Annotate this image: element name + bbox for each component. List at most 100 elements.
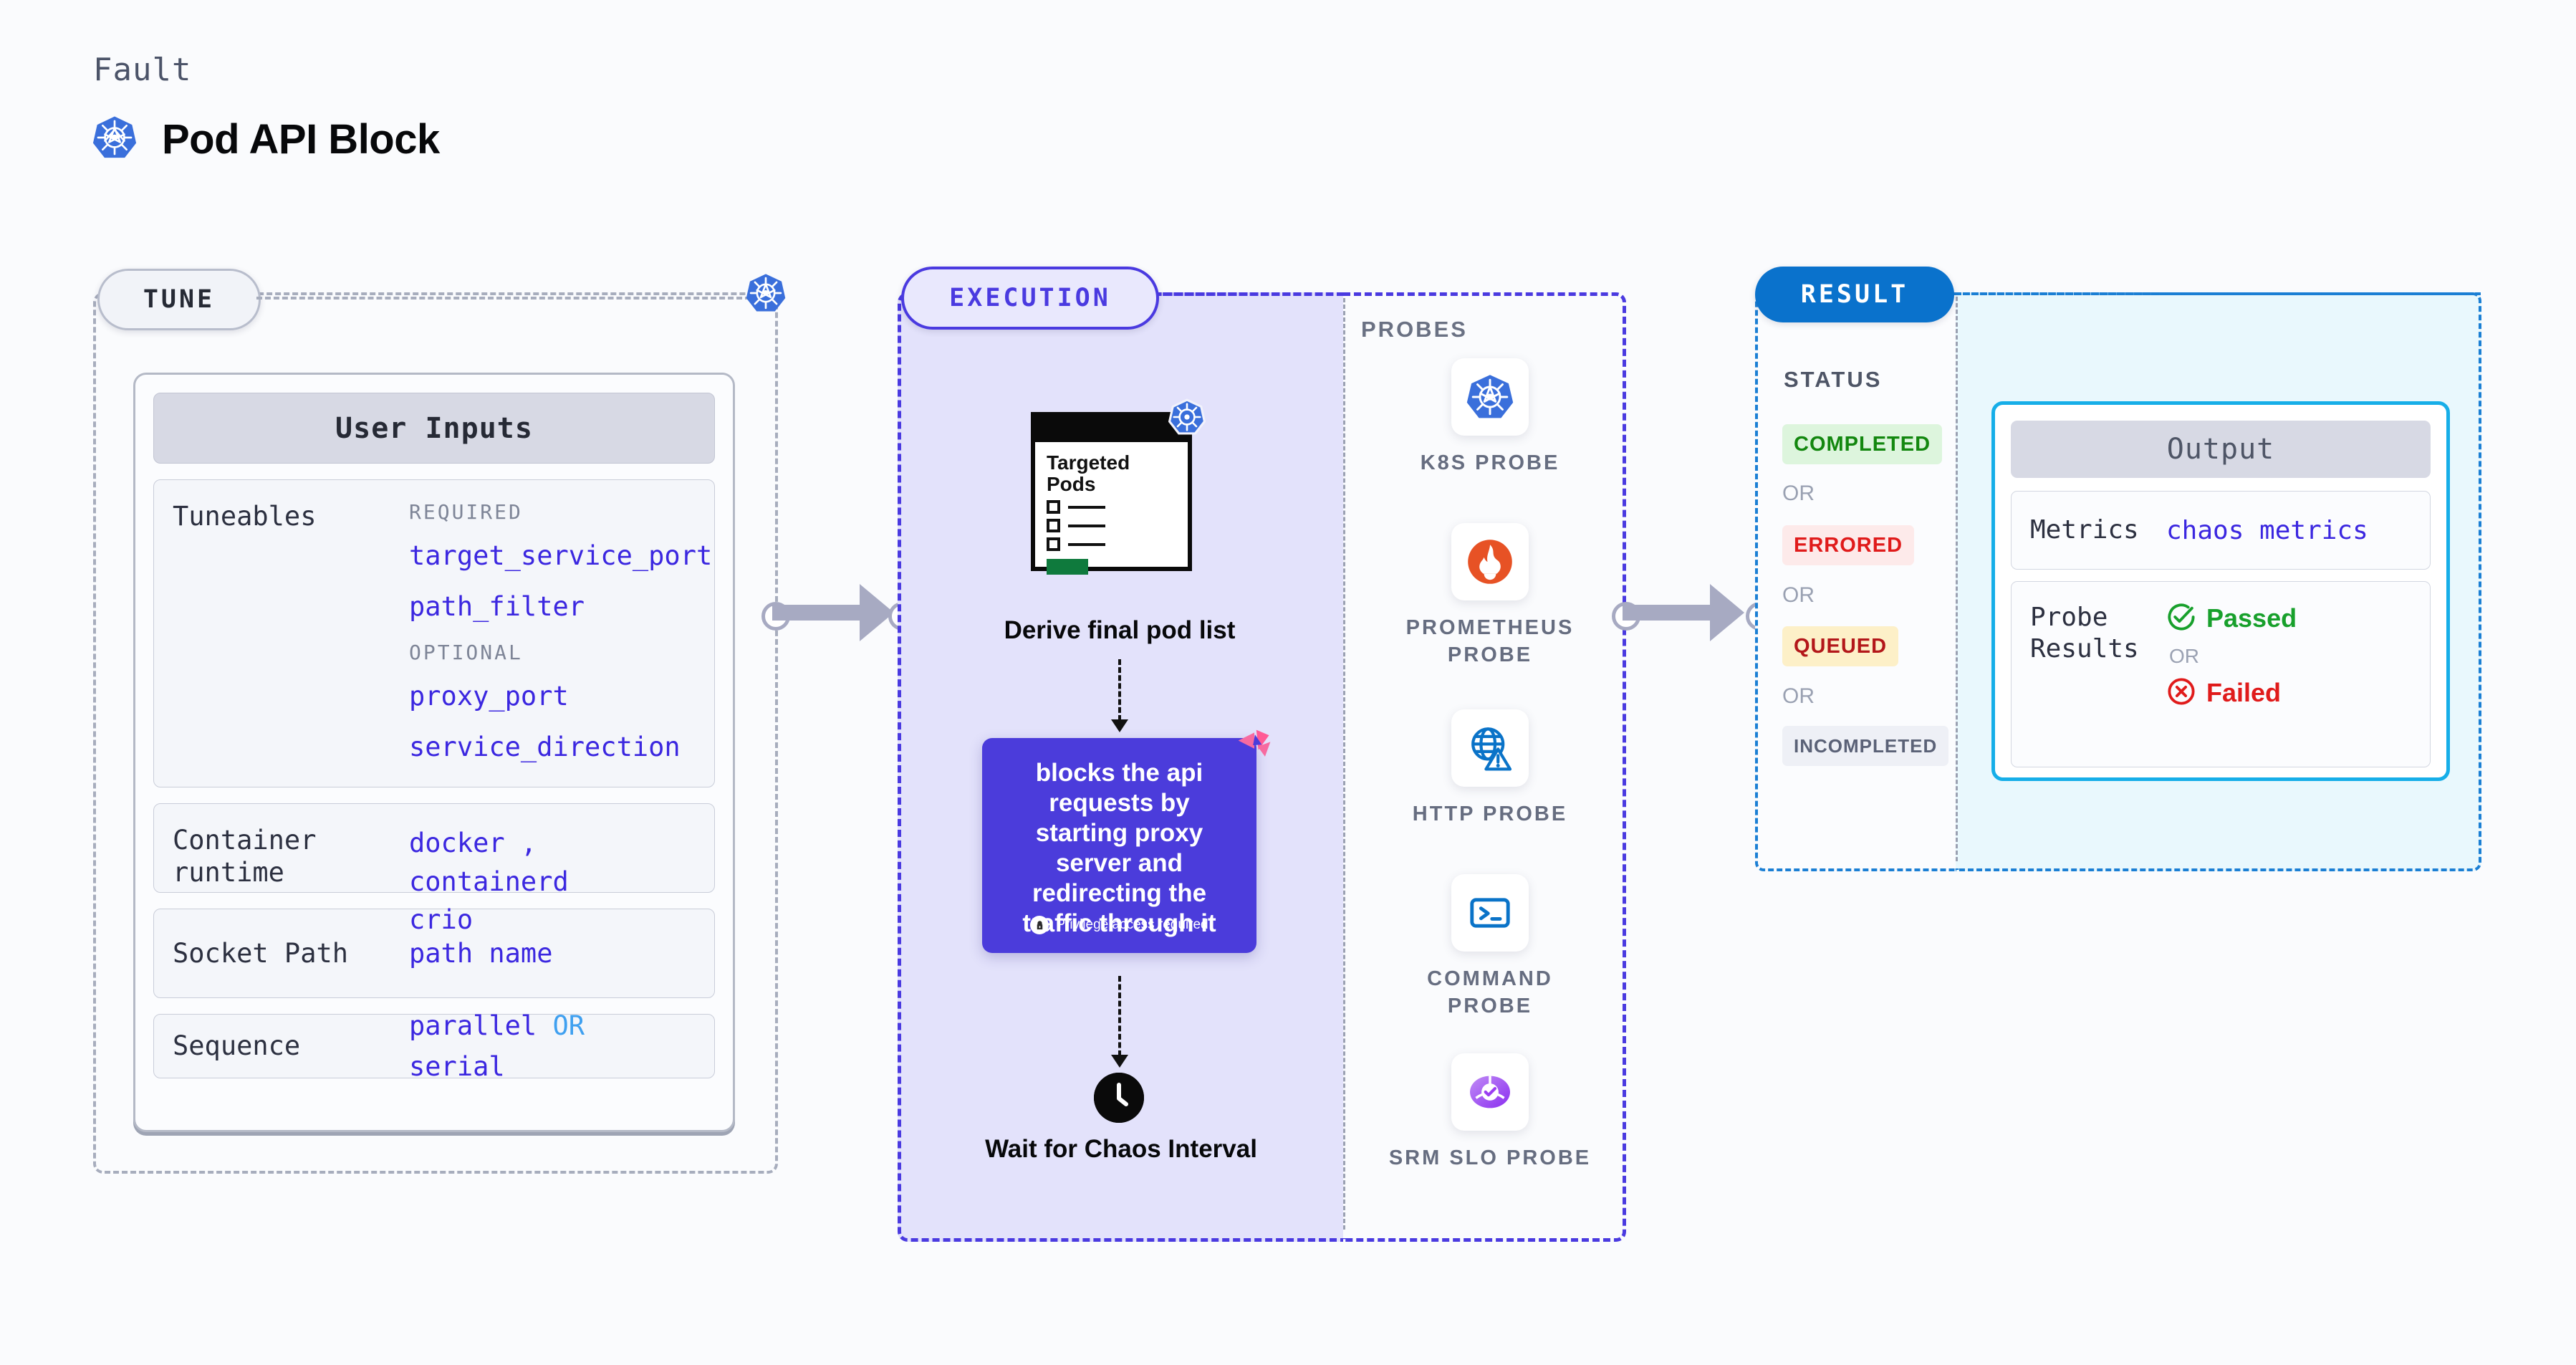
runtime-containerd[interactable]: containerd (409, 866, 569, 897)
targeted-pods-card: Targeted Pods (1031, 412, 1192, 575)
derive-pod-list-label: Derive final pod list (1004, 616, 1236, 644)
probe-k8s[interactable]: K8S PROBE (1383, 358, 1597, 477)
status-badge-incompleted: INCOMPLETED (1782, 726, 1949, 766)
srm-slo-donut-icon (1451, 1053, 1529, 1131)
sequence-key: Sequence (173, 1030, 301, 1062)
runtime-separator: , (520, 828, 537, 858)
sequence-row: Sequence parallel OR serial (153, 1010, 715, 1082)
status-label: STATUS (1784, 367, 1883, 392)
passed-label: Passed (2206, 603, 2297, 633)
sequence-or: OR (552, 1010, 585, 1041)
sequence-parallel[interactable]: parallel (409, 1010, 537, 1041)
pods-list-item (1047, 537, 1176, 552)
tuneable-target-service-port[interactable]: target_service_port (409, 540, 713, 571)
status-badge-errored: ERRORED (1782, 525, 1915, 565)
connector-arrow-2 (1710, 584, 1744, 641)
probe-result-passed: Passed (2166, 602, 2297, 635)
metrics-key: Metrics (2030, 515, 2139, 545)
http-globe-warning-icon (1451, 709, 1529, 787)
output-card: Output Metrics chaos metrics Probe Resul… (1991, 401, 2450, 781)
tune-tag: TUNE (97, 269, 261, 330)
execution-tag: EXECUTION (901, 267, 1159, 330)
socket-path-value[interactable]: path name (409, 937, 553, 969)
tuneable-service-direction[interactable]: service_direction (409, 732, 681, 763)
page-title: Pod API Block (162, 115, 440, 163)
checkbox-icon (1047, 537, 1060, 552)
prometheus-icon (1451, 523, 1529, 600)
result-tag: RESULT (1755, 267, 1954, 322)
probe-label: K8S PROBE (1420, 451, 1560, 474)
metrics-value[interactable]: chaos metrics (2166, 515, 2368, 545)
probe-command[interactable]: COMMAND PROBE (1383, 874, 1597, 1020)
kubernetes-icon (745, 272, 787, 317)
connector-body-2 (1623, 605, 1723, 621)
flow-arrow-head-2 (1111, 1055, 1128, 1068)
fault-title-row: Pod API Block (92, 115, 440, 163)
pods-list-item (1047, 519, 1176, 533)
flow-arrow-line-1 (1118, 659, 1121, 721)
fault-kicker: Fault (93, 52, 192, 88)
output-header: Output (2011, 421, 2431, 478)
probe-result-or: OR (2169, 645, 2199, 667)
result-tag-connector (1954, 292, 2481, 295)
status-or-1: OR (1782, 482, 1815, 505)
tuneable-path-filter[interactable]: path_filter (409, 591, 585, 623)
targeted-pods-title: Targeted Pods (1047, 451, 1130, 496)
clock-icon (1094, 1073, 1144, 1123)
checkbox-icon (1047, 500, 1060, 514)
probe-label: COMMAND PROBE (1427, 967, 1553, 1017)
user-inputs-header: User Inputs (153, 393, 715, 464)
probe-srm-slo[interactable]: SRM SLO PROBE (1383, 1053, 1597, 1172)
metrics-row: Metrics chaos metrics (2011, 491, 2431, 570)
socket-path-key: Socket Path (173, 937, 349, 969)
tuneable-proxy-port[interactable]: proxy_port (409, 680, 569, 712)
sequence-serial[interactable]: serial (409, 1051, 505, 1082)
tuneables-key: Tuneables (173, 501, 317, 532)
execution-tag-connector (1152, 292, 1344, 296)
privilege-note-text: Privilege access required (1056, 917, 1208, 932)
tuneables-row: Tuneables REQUIRED target_service_port p… (153, 479, 715, 787)
checkbox-icon (1047, 519, 1060, 533)
result-divider (1956, 297, 1958, 861)
action-card: blocks the api requests by starting prox… (982, 738, 1256, 953)
runtime-crio[interactable]: crio (409, 904, 474, 936)
litmus-icon (1234, 726, 1274, 769)
probes-label: PROBES (1361, 317, 1468, 342)
probe-label: PROMETHEUS PROBE (1405, 616, 1575, 666)
probe-label: SRM SLO PROBE (1388, 1146, 1592, 1169)
container-runtime-row: Container runtime docker , containerd cr… (153, 803, 715, 935)
x-circle-icon (2166, 676, 2196, 709)
lock-icon (1030, 916, 1049, 934)
flow-arrow-line-2 (1118, 976, 1121, 1056)
probe-http[interactable]: HTTP PROBE (1383, 709, 1597, 828)
probe-prometheus[interactable]: PROMETHEUS PROBE (1383, 523, 1597, 669)
status-badge-completed: COMPLETED (1782, 424, 1943, 464)
tune-tag-connector (256, 297, 751, 300)
connector-body-1 (772, 605, 873, 621)
probe-result-failed: Failed (2166, 676, 2297, 709)
user-inputs-card: User Inputs Tuneables REQUIRED target_se… (133, 373, 735, 1132)
runtime-docker[interactable]: docker (409, 828, 505, 858)
pods-list-item (1047, 500, 1176, 514)
terminal-icon (1451, 874, 1529, 952)
pods-green-bar (1047, 559, 1088, 575)
result-status-panel (1755, 292, 1959, 871)
kubernetes-icon (1168, 398, 1206, 439)
tune-panel (93, 292, 778, 1174)
kubernetes-icon (92, 115, 138, 163)
wait-for-chaos-interval-label: Wait for Chaos Interval (985, 1135, 1257, 1163)
probe-label: HTTP PROBE (1412, 803, 1568, 825)
status-or-3: OR (1782, 684, 1815, 708)
check-circle-icon (2166, 602, 2196, 635)
required-label: REQUIRED (409, 500, 523, 524)
probe-results-row: Probe Results Passed OR (2011, 581, 2431, 767)
pods-card-titlebar (1035, 416, 1188, 442)
probes-divider (1343, 298, 1345, 1230)
action-description: blocks the api requests by starting prox… (1022, 759, 1216, 937)
socket-path-row: Socket Path path name (153, 909, 715, 998)
flow-arrow-head-1 (1111, 719, 1128, 732)
kubernetes-icon (1451, 358, 1529, 436)
status-badge-queued: QUEUED (1782, 626, 1899, 666)
container-runtime-key: Container runtime (173, 825, 317, 889)
optional-label: OPTIONAL (409, 640, 523, 664)
